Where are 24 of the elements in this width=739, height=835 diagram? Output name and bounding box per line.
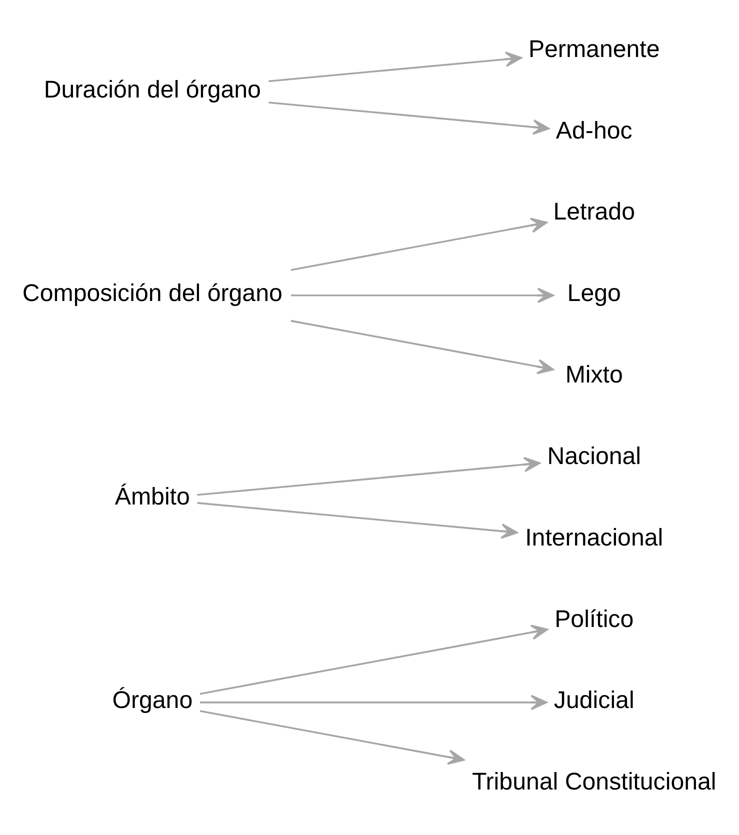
arrow	[290, 288, 554, 304]
node-text: Judicial	[554, 687, 634, 714]
node-text: Político	[554, 606, 634, 633]
arrow	[200, 710, 465, 765]
node-text: Composición del órgano	[22, 280, 282, 308]
node-text: Tribunal Constitucional	[472, 768, 716, 796]
arrow	[197, 456, 540, 496]
arrow	[290, 218, 548, 271]
node-text: Permanente	[528, 36, 660, 63]
arrow	[290, 320, 554, 374]
node-text: Mixto	[565, 362, 623, 389]
arrow	[197, 502, 518, 539]
node-text: Ámbito	[114, 484, 190, 511]
arrow	[268, 52, 522, 82]
node-text: Lego	[567, 280, 621, 308]
arrow	[200, 624, 548, 695]
node-text: Duración del órgano	[44, 76, 261, 104]
node-text: Órgano	[112, 687, 193, 714]
node-text: Ad-hoc	[556, 117, 632, 144]
node-text: Nacional	[547, 442, 642, 470]
arrow	[268, 102, 550, 135]
arrow	[200, 694, 548, 710]
node-text: Letrado	[553, 198, 636, 226]
node-text: Internacional	[525, 524, 664, 552]
